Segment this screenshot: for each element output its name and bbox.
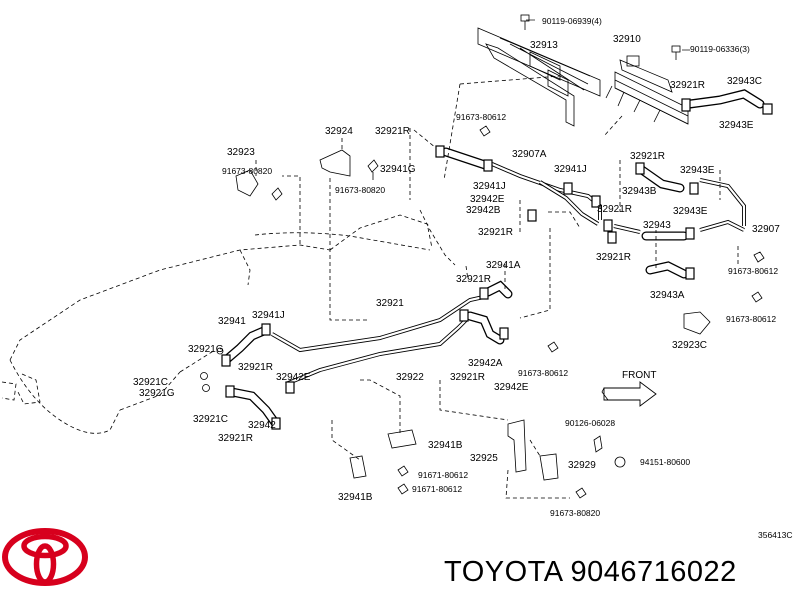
clamp-icon <box>435 145 445 158</box>
oil-cooler-32910 <box>605 55 689 125</box>
cooler-bracket-32913 <box>477 27 601 127</box>
part-label: 32924 <box>325 126 353 137</box>
part-label: 90126-06028 <box>565 418 615 428</box>
clamp-icon <box>479 287 489 300</box>
part-label: 32943E <box>680 165 715 176</box>
clamp-icon <box>685 267 695 280</box>
part-label: 91671-80612 <box>412 484 462 494</box>
part-label: 32941J <box>554 164 587 175</box>
part-label: 32921R <box>456 274 491 285</box>
part-label: 32929 <box>568 460 596 471</box>
part-label: 32941A <box>486 260 521 271</box>
part-label: 32942 <box>248 420 276 431</box>
part-label: 32941 <box>218 316 246 327</box>
part-label: 32907 <box>752 224 780 235</box>
part-label: 32921 <box>376 298 404 309</box>
part-label: 32942A <box>468 358 503 369</box>
part-label: 32921R <box>597 204 632 215</box>
part-label: 91673-80612 <box>726 314 776 324</box>
clamp-icon <box>483 159 493 172</box>
part-label: 32942E <box>276 372 311 383</box>
part-label: 32921G <box>188 344 224 355</box>
part-label: 91673-80612 <box>456 112 506 122</box>
part-labels: 90119-06939(4) 32913 32910 90119-06336(3… <box>133 16 780 518</box>
clamp-icon <box>271 417 281 430</box>
part-label: 32942E <box>494 382 529 393</box>
part-label: 91673-80820 <box>550 508 600 518</box>
brand-caption: TOYOTA 9046716022 <box>444 556 737 588</box>
clamp-icon <box>221 354 231 367</box>
part-label: 32942E <box>470 194 505 205</box>
part-label: 32921R <box>630 151 665 162</box>
part-label: 32921R <box>375 126 410 137</box>
bolts-top <box>520 14 681 60</box>
part-label: 32922 <box>396 372 424 383</box>
part-label: 32942B <box>466 205 501 216</box>
part-label: 32943B <box>622 186 657 197</box>
leader-lines <box>255 19 739 499</box>
bolt-icon <box>671 45 681 60</box>
transmission-outline <box>1 209 456 434</box>
front-label: FRONT <box>622 370 656 381</box>
pipes <box>271 162 746 386</box>
part-label: 32921R <box>238 362 273 373</box>
front-arrow-icon <box>601 381 657 407</box>
clamp-icon <box>681 98 691 112</box>
part-label: 32943E <box>719 120 754 131</box>
part-label: 91671-80612 <box>418 470 468 480</box>
part-label: 91673-80612 <box>518 368 568 378</box>
part-label: 32921G <box>139 388 175 399</box>
part-label: 32941G <box>380 164 416 175</box>
part-label: 94151-80600 <box>640 457 690 467</box>
clamp-icon <box>607 231 617 244</box>
part-label: 90119-06336(3) <box>690 44 750 54</box>
clamp-icon <box>762 103 773 115</box>
part-label: 32941B <box>428 440 463 451</box>
part-label: 32943 <box>643 220 671 231</box>
clamp-icon <box>527 209 537 222</box>
part-label: 90119-06939(4) <box>542 16 602 26</box>
clamp-icon <box>685 227 695 240</box>
clamps <box>221 98 773 430</box>
part-label: 32941B <box>338 492 373 503</box>
clamp-icon <box>261 323 271 336</box>
part-label: 32921R <box>670 80 705 91</box>
part-label: 32923C <box>672 340 707 351</box>
hoses <box>221 89 765 429</box>
clamp-icon <box>689 182 699 195</box>
part-label: 32921R <box>478 227 513 238</box>
clamp-icon <box>635 162 645 175</box>
part-label: 32921C <box>193 414 228 425</box>
part-label: 32921R <box>218 433 253 444</box>
part-label: 32910 <box>613 34 641 45</box>
clamp-icon <box>285 381 295 394</box>
part-label: 32921R <box>450 372 485 383</box>
part-label: 91673-80820 <box>222 166 272 176</box>
toyota-logo-icon <box>2 528 88 586</box>
part-label: 32913 <box>530 40 558 51</box>
part-label: 32907A <box>512 149 547 160</box>
bolt-icon <box>520 14 530 30</box>
diagram-code: 356413C <box>758 530 793 540</box>
part-label: 32943A <box>650 290 685 301</box>
part-label: 32921C <box>133 377 168 388</box>
part-label: 32925 <box>470 453 498 464</box>
clamp-icon <box>603 219 613 232</box>
brackets <box>200 125 765 499</box>
clamp-icon <box>225 385 235 398</box>
part-label: 91673-80612 <box>728 266 778 276</box>
clamp-icon <box>499 327 509 340</box>
clamp-icon <box>563 182 573 195</box>
clamp-icon <box>591 195 601 208</box>
clamp-icon <box>459 309 469 322</box>
part-label: 32941J <box>473 181 506 192</box>
part-label: 32921R <box>596 252 631 263</box>
part-label: 91673-80820 <box>335 185 385 195</box>
part-label: 32923 <box>227 147 255 158</box>
part-label: 32941J <box>252 310 285 321</box>
part-label: 32943C <box>727 76 762 87</box>
part-label: 32943E <box>673 206 708 217</box>
